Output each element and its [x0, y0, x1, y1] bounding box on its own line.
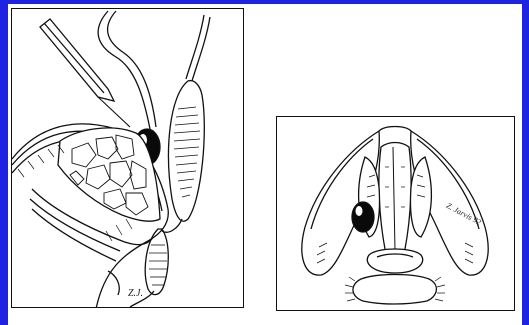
- lateral-section-drawing: [12, 9, 244, 308]
- frame-top-bar: [0, 0, 529, 4]
- frame-right-bar: [522, 0, 529, 325]
- left-signature: Z.J.: [128, 288, 143, 299]
- right-illustration-panel: Z. Jarvis 92: [276, 116, 515, 311]
- inferior-view-drawing: [277, 117, 515, 311]
- left-illustration-panel: Z.J.: [11, 8, 244, 308]
- frame-left-bar: [0, 0, 8, 325]
